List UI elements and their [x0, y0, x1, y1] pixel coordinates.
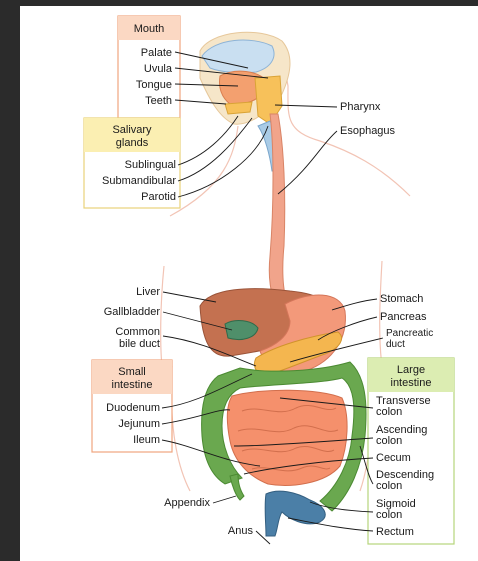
rectum-shape	[265, 491, 325, 536]
small-intestine-header-1: Small	[118, 366, 146, 378]
pharynx-label: Pharynx	[340, 101, 381, 113]
ascending-colon-label-2: colon	[376, 435, 402, 447]
tongue-label: Tongue	[136, 79, 172, 91]
rectum-label: Rectum	[376, 526, 414, 538]
teeth-label: Teeth	[145, 95, 172, 107]
salivary-header-1: Salivary	[112, 124, 152, 136]
appendix-label: Appendix	[164, 497, 210, 509]
jejunum-label: Jejunum	[118, 418, 160, 430]
descending-colon-label-2: colon	[376, 480, 402, 492]
anus-label: Anus	[228, 525, 254, 537]
small-intestine-header-2: intestine	[112, 379, 153, 391]
pancreatic-duct-label-2: duct	[386, 339, 405, 350]
large-intestine-header-2: intestine	[391, 377, 432, 389]
salivary-header-2: glands	[116, 137, 149, 149]
digestive-system-diagram: Mouth Palate Uvula Tongue Teeth Salivary…	[20, 6, 478, 561]
large-intestine-box: Large intestine Transverse colon Ascendi…	[368, 358, 454, 544]
pancreas-label: Pancreas	[380, 311, 427, 323]
gallbladder-label: Gallbladder	[104, 306, 161, 318]
diagram-canvas: Mouth Palate Uvula Tongue Teeth Salivary…	[20, 6, 478, 561]
parotid-label: Parotid	[141, 191, 176, 203]
mouth-header: Mouth	[134, 23, 165, 35]
mouth-box: Mouth Palate Uvula Tongue Teeth	[118, 16, 180, 118]
small-intestine-box: Small intestine Duodenum Jejunum Ileum	[92, 360, 172, 452]
transverse-colon-label-2: colon	[376, 406, 402, 418]
uvula-label: Uvula	[144, 63, 173, 75]
submandibular-label: Submandibular	[102, 175, 176, 187]
stomach-label: Stomach	[380, 293, 423, 305]
esophagus-shape	[269, 114, 288, 306]
cecum-label: Cecum	[376, 452, 411, 464]
salivary-glands-box: Salivary glands Sublingual Submandibular…	[84, 118, 180, 208]
pancreatic-duct-label-1: Pancreatic	[386, 328, 433, 339]
common-bile-duct-label-1: Common	[115, 326, 160, 338]
esophagus-label: Esophagus	[340, 125, 396, 137]
duodenum-label: Duodenum	[106, 402, 160, 414]
common-bile-duct-label-2: bile duct	[119, 338, 160, 350]
sublingual-label: Sublingual	[125, 159, 176, 171]
palate-label: Palate	[141, 47, 172, 59]
ileum-label: Ileum	[133, 434, 160, 446]
liver-label: Liver	[136, 286, 160, 298]
large-intestine-header-1: Large	[397, 364, 425, 376]
sigmoid-colon-label-2: colon	[376, 509, 402, 521]
